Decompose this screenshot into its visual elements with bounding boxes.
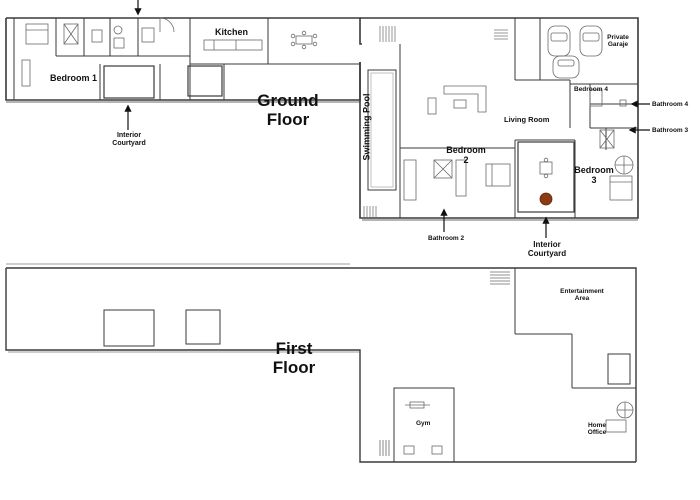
- entertainment-area-line1: Entertainment: [560, 288, 604, 295]
- ground-floor-walls: [5, 17, 639, 221]
- home-office-line1: Home: [587, 422, 607, 429]
- room-label-bathroom-3: Bathroom 3: [652, 127, 689, 134]
- ground-stairs: [363, 26, 508, 218]
- first-floor-title-line1: First: [275, 339, 313, 358]
- room-label-interior-courtyard-2: Interior Courtyard: [524, 240, 570, 259]
- main-block-interior-walls: [399, 18, 638, 218]
- private-garage-line2: Garaje: [607, 41, 629, 49]
- room-label-private-garage: Private Garaje: [603, 34, 633, 48]
- label-arrows: [124, 0, 650, 238]
- interior-courtyard-2-outline: [517, 141, 575, 213]
- first-floor-title: First Floor: [262, 339, 326, 377]
- room-label-gym: Gym: [416, 420, 431, 427]
- first-floor-title-line2: Floor: [272, 357, 316, 377]
- home-office-line2: Office: [587, 429, 607, 437]
- bedroom-3-line1: Bedroom: [574, 165, 614, 175]
- entertainment-area-line2: Area: [574, 295, 590, 303]
- ground-floor-title: Ground Floor: [252, 91, 324, 129]
- ground-floor-title-line1: Ground: [257, 91, 319, 110]
- ground-floor-title-line2: Floor: [266, 109, 310, 129]
- garage-cars: [547, 25, 603, 79]
- bedroom-3-line2: 3: [591, 174, 597, 185]
- room-label-bedroom-4: Bedroom 4: [574, 86, 608, 93]
- room-label-home-office: Home Office: [582, 422, 612, 436]
- bedroom-2-line2: 2: [463, 154, 469, 165]
- room-label-kitchen: Kitchen: [215, 27, 249, 37]
- room-label-bathroom-4: Bathroom 4: [652, 101, 689, 108]
- swimming-pool-outline: [367, 69, 397, 191]
- room-label-bedroom-1: Bedroom 1: [50, 73, 98, 83]
- interior-courtyard-1-line2: Courtyard: [112, 139, 146, 147]
- left-wing-interior-walls: [13, 18, 360, 100]
- bedroom-1-fixtures: [21, 17, 175, 87]
- first-floor-interior-walls: [103, 268, 636, 463]
- room-label-bathroom-2: Bathroom 2: [428, 235, 465, 242]
- bedroom-2-line1: Bedroom: [446, 145, 486, 155]
- room-label-interior-courtyard-1: Interior Courtyard: [108, 132, 150, 147]
- first-floor-fixtures: [379, 271, 634, 456]
- room-label-bedroom-3: Bedroom 3: [574, 165, 614, 186]
- room-label-swimming-pool: Swimming Pool: [361, 93, 372, 161]
- interior-courtyard-1-outline: [103, 65, 223, 99]
- room-label-living-room: Living Room: [504, 115, 550, 124]
- kitchen-fixtures: [203, 30, 318, 51]
- living-room-furniture: [403, 85, 634, 201]
- room-label-entertainment-area: Entertainment Area: [556, 288, 608, 302]
- interior-courtyard-2-line2: Courtyard: [527, 248, 567, 258]
- room-label-bedroom-2: Bedroom 2: [446, 145, 486, 166]
- interior-courtyard-1-line1: Interior: [116, 132, 142, 139]
- private-garage-line1: Private: [607, 34, 629, 41]
- interior-courtyard-2-line1: Interior: [533, 240, 561, 249]
